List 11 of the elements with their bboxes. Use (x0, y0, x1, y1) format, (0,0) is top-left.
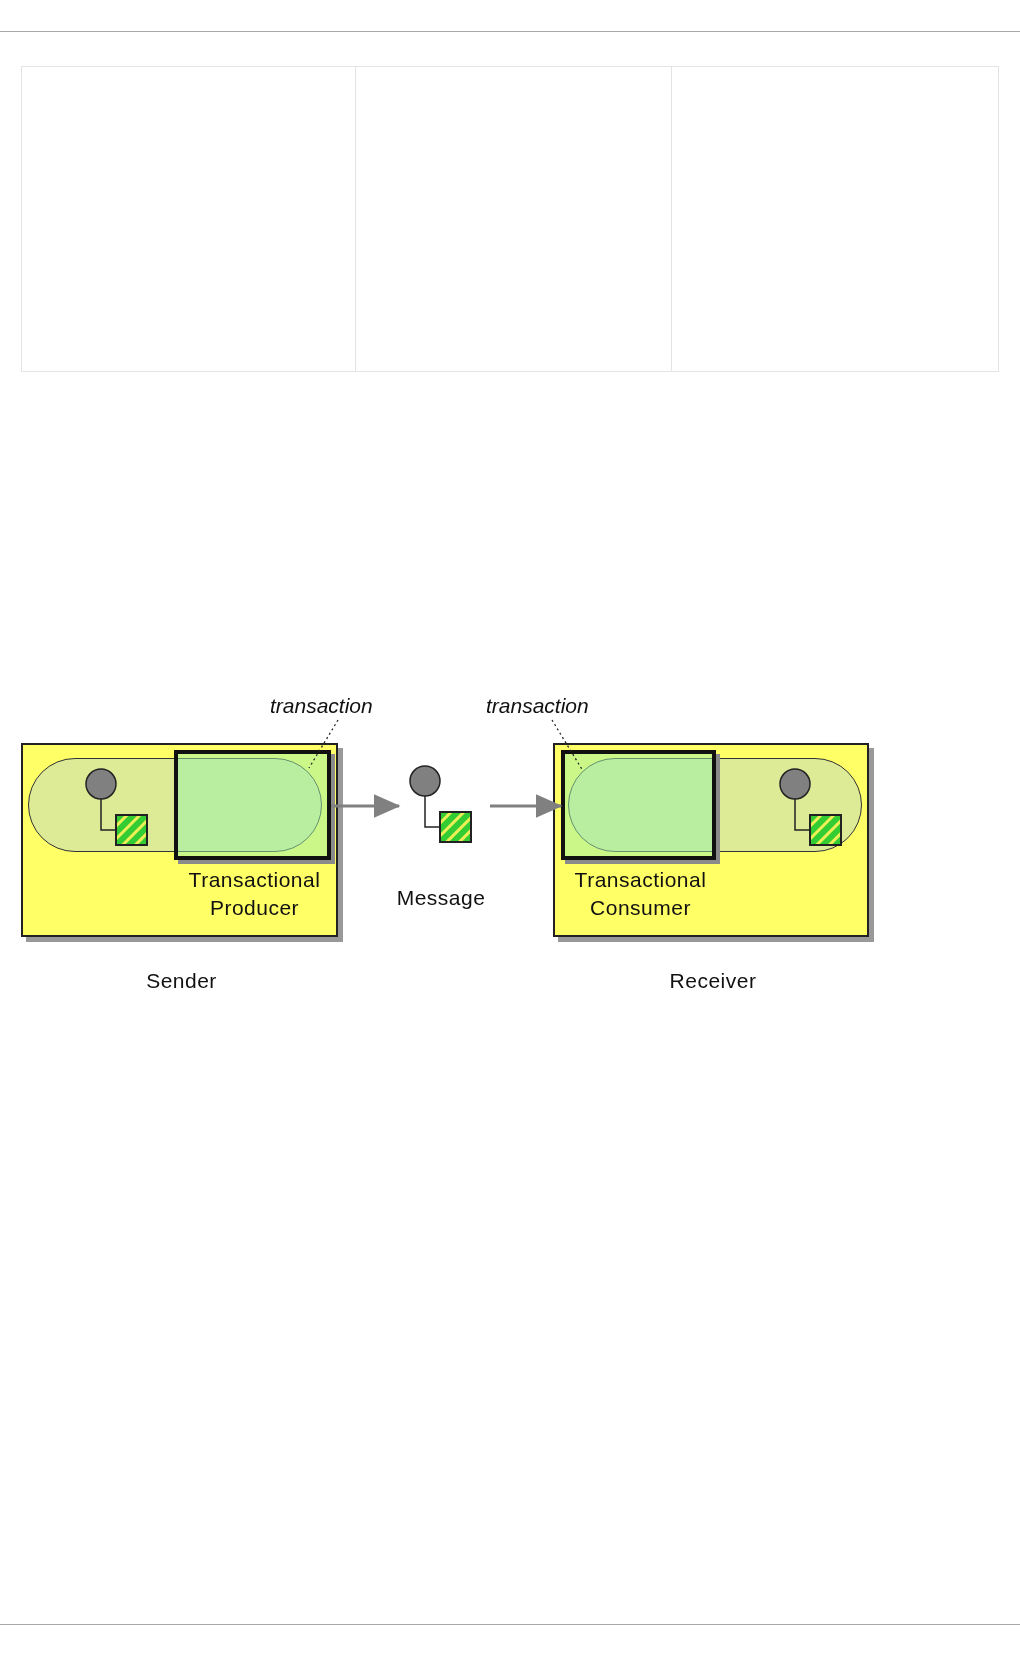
arrow (490, 794, 563, 818)
system-label: Sender (145, 968, 218, 994)
leader-line (308, 719, 339, 769)
endpoint-label: Transactional Consumer (573, 867, 708, 921)
arrow (331, 794, 401, 818)
leader-line (551, 719, 584, 772)
transaction-note: transaction (486, 692, 589, 720)
endpoint-label: Transactional Producer (187, 867, 322, 921)
transaction-note: transaction (270, 692, 373, 720)
message-label: Message (396, 885, 486, 911)
system-label: Receiver (668, 968, 758, 994)
